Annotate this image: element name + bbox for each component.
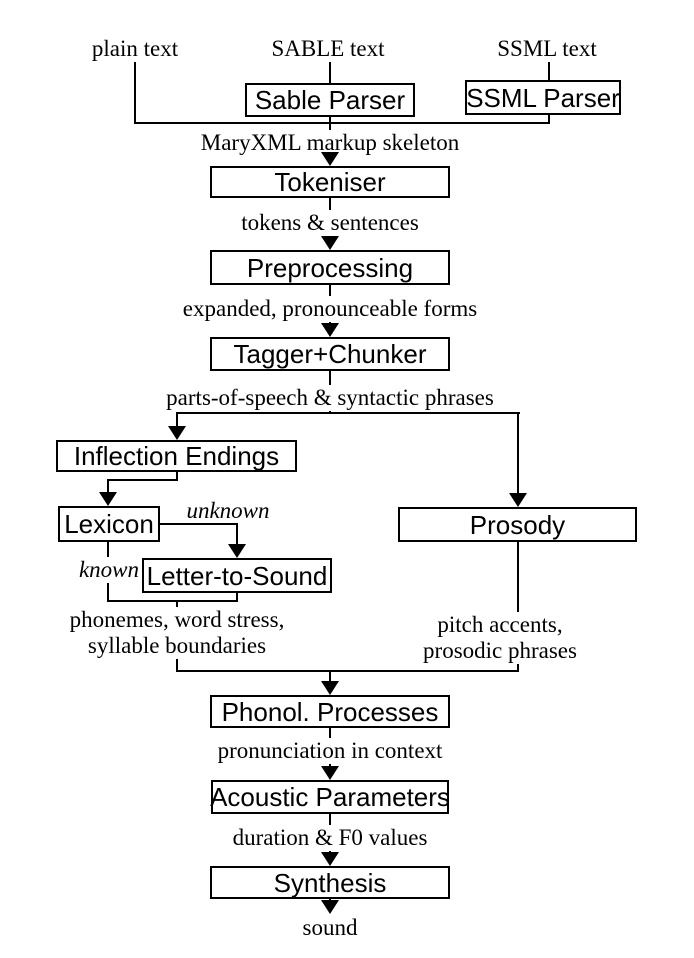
- arrowhead-into-tokeniser: [321, 152, 339, 166]
- node-sable-parser: Sable Parser: [245, 83, 415, 117]
- connector-to-phonol: [329, 670, 331, 683]
- arrowhead-into-preprocessing: [321, 236, 339, 250]
- arrowhead-into-lexicon: [99, 492, 117, 506]
- connector-ssml-parser-out: [548, 115, 550, 123]
- flow-label-duration: duration & F0 values: [230, 825, 430, 851]
- arrowhead-into-phonol: [321, 681, 339, 695]
- node-phonol-processes: Phonol. Processes: [210, 695, 450, 728]
- node-tokeniser: Tokeniser: [210, 166, 450, 198]
- arrowhead-into-tagger: [321, 323, 339, 337]
- input-label-ssml-text: SSML text: [495, 36, 599, 62]
- flow-label-pitch-line2: prosodic phrases: [423, 638, 577, 663]
- connector-ssml-text-drop: [548, 62, 550, 80]
- arrowhead-into-letter-to-sound: [228, 544, 246, 558]
- edge-label-unknown: unknown: [186, 498, 270, 523]
- node-lexicon: Lexicon: [58, 506, 160, 542]
- node-inflection-endings: Inflection Endings: [56, 440, 297, 472]
- edge-label-known: known: [76, 557, 142, 583]
- flow-label-phonemes-line2: syllable boundaries: [87, 633, 267, 658]
- node-ssml-parser: SSML Parser: [465, 80, 621, 115]
- flow-label-phonemes-line1: phonemes, word stress,: [69, 607, 285, 632]
- input-label-sable-text: SABLE text: [269, 36, 387, 62]
- connector-branch-split: [176, 412, 520, 414]
- node-acoustic-parameters: Acoustic Parameters: [210, 780, 450, 814]
- connector-sable-text-drop: [329, 62, 331, 83]
- connector-bottom-merge: [176, 670, 519, 672]
- arrowhead-into-inflection: [168, 426, 186, 440]
- connector-inflection-out-v: [176, 472, 178, 481]
- flow-label-pos: parts-of-speech & syntactic phrases: [164, 385, 496, 411]
- node-letter-to-sound: Letter-to-Sound: [142, 558, 332, 593]
- connector-prosody-out: [517, 542, 519, 672]
- flow-label-expanded: expanded, pronounceable forms: [180, 296, 480, 322]
- connector-to-inflection: [176, 412, 178, 428]
- node-prosody: Prosody: [398, 507, 637, 542]
- flow-label-maryxml: MaryXML markup skeleton: [198, 130, 462, 156]
- connector-l2s-out: [236, 593, 238, 602]
- connector-inflection-out-h: [107, 479, 178, 481]
- flow-label-pronunciation: pronunciation in context: [215, 738, 445, 764]
- connector-plain-text-drop: [134, 60, 136, 123]
- arrowhead-into-acoustic: [321, 766, 339, 780]
- arrowhead-into-prosody: [509, 493, 527, 507]
- arrowhead-into-synthesis: [321, 852, 339, 866]
- node-tagger-chunker: Tagger+Chunker: [210, 337, 450, 371]
- flow-label-pitch-line1: pitch accents,: [437, 612, 563, 637]
- connector-to-lexicon: [107, 479, 109, 494]
- flow-label-pitch: pitch accents, prosodic phrases: [421, 612, 579, 664]
- connector-input-collector: [134, 122, 550, 124]
- connector-unknown-h: [160, 523, 238, 525]
- connector-lexical-merge: [107, 600, 238, 602]
- flow-label-tokens: tokens & sentences: [239, 210, 421, 236]
- node-synthesis: Synthesis: [210, 866, 450, 899]
- connector-unknown-v: [236, 523, 238, 546]
- arrowhead-into-sound: [321, 900, 339, 914]
- input-label-plain-text: plain text: [89, 36, 181, 62]
- flow-label-phonemes: phonemes, word stress, syllable boundari…: [67, 607, 287, 659]
- flow-label-sound: sound: [300, 915, 360, 941]
- connector-to-prosody: [517, 412, 519, 495]
- node-preprocessing: Preprocessing: [210, 250, 450, 285]
